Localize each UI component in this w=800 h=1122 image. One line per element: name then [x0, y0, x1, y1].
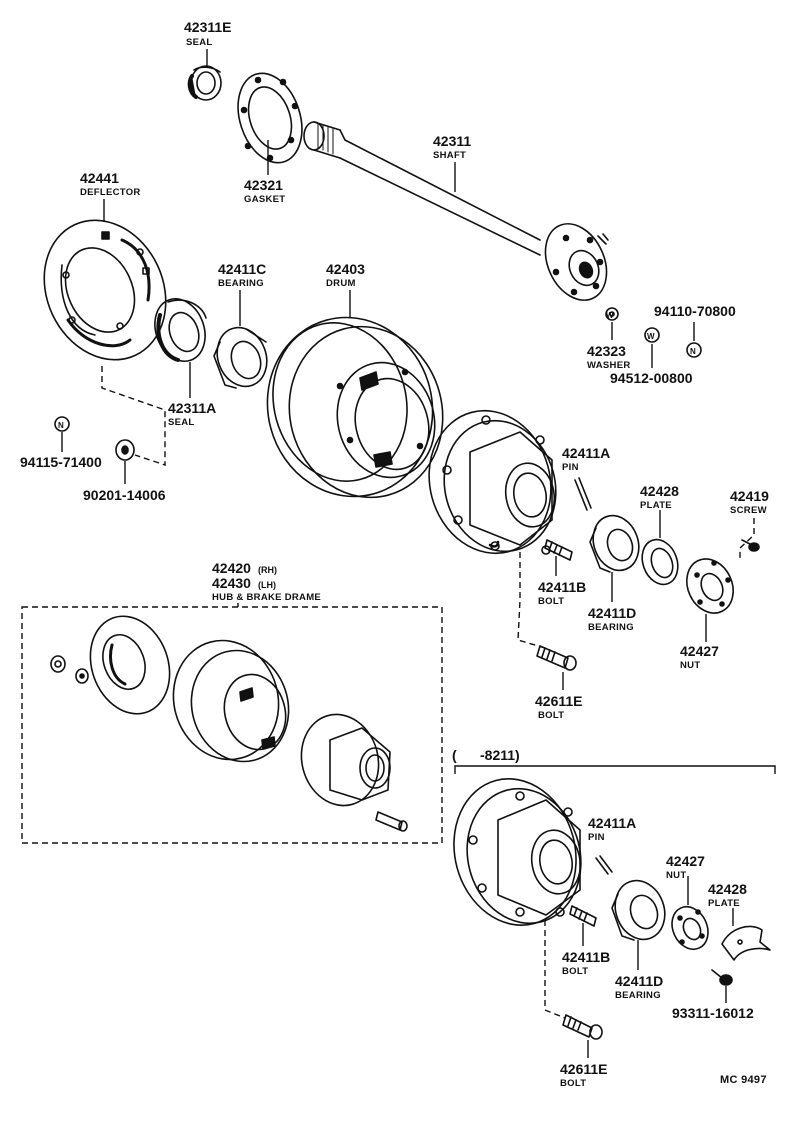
bearing-42411c-name: BEARING — [218, 278, 264, 289]
washer-42323-number: 42323 — [587, 343, 626, 359]
washer-94512-drawing — [644, 327, 660, 343]
footer-code: MC 9497 — [720, 1074, 767, 1086]
hub-assy-nut-drawing — [50, 655, 89, 684]
gasket-42321-name: GASKET — [244, 194, 285, 205]
plate-42428-name: PLATE — [640, 500, 672, 511]
plate-42428-b-name: PLATE — [708, 898, 740, 909]
seal-42311a-number: 42311A — [168, 400, 216, 416]
gasket-42321-number: 42321 — [244, 177, 283, 193]
washer-42323-name: WASHER — [587, 360, 631, 371]
bolt-42611e-drawing — [536, 645, 577, 671]
deflector-dash-line — [101, 366, 166, 466]
hub-assy-drum-drawing — [172, 639, 290, 763]
bolt-42411b-b-name: BOLT — [562, 966, 588, 977]
bearing-42411d-b-name: BEARING — [615, 990, 661, 1001]
nut-94110-number: 94110-70800 — [654, 303, 736, 319]
nut-42427-name: NUT — [680, 660, 700, 671]
pin-42411a-b-name: PIN — [588, 832, 605, 843]
screw-93311-drawing — [711, 969, 733, 986]
bolt-42411b-b-number: 42411B — [562, 949, 610, 965]
washer-90201-drawing — [115, 439, 135, 461]
shaft-42311-name: SHAFT — [433, 150, 466, 161]
washer-94512-number: 94512-00800 — [610, 370, 693, 386]
pin-42411a-b-number: 42411A — [588, 815, 636, 831]
hub-lower-drawing — [453, 778, 582, 926]
screw-42419-drawing — [741, 539, 760, 552]
plate-42428-number: 42428 — [640, 483, 679, 499]
hub-assy-number-rh: 42420 — [212, 560, 251, 576]
screw-93311-number: 93311-16012 — [672, 1005, 754, 1021]
bolt-42411b-number: 42411B — [538, 579, 586, 595]
hub-assy-tag-rh: (RH) — [258, 565, 277, 575]
hub-assy-hub-drawing — [300, 713, 391, 807]
bearing-42411c-drawing — [213, 326, 268, 389]
washer-mark: W — [647, 332, 655, 341]
bearing-42411d-number: 42411D — [588, 605, 636, 621]
shaft-42311-drawing — [303, 121, 609, 301]
bolt-42611e-number: 42611E — [535, 693, 583, 709]
seal-42311e-number: 42311E — [184, 19, 232, 35]
bolt-42411b-name: BOLT — [538, 596, 564, 607]
plate-42428-b-number: 42428 — [708, 881, 747, 897]
nut-42427-number: 42427 — [680, 643, 719, 659]
nut-42427-b-number: 42427 — [666, 853, 705, 869]
plate-42428-drawing — [641, 538, 679, 586]
screw-42419-name: SCREW — [730, 505, 767, 516]
bolt-42611e-b-number: 42611E — [560, 1061, 608, 1077]
pin-42411a-number: 42411A — [562, 445, 610, 461]
seal-42311e-drawing — [187, 65, 222, 101]
hub-assy-number-lh: 42430 — [212, 575, 251, 591]
bolt-42411b-b-drawing — [569, 905, 597, 927]
pin-42411a-drawing — [574, 477, 592, 511]
pin-42411a-name: PIN — [562, 462, 579, 473]
screw-42419-number: 42419 — [730, 488, 769, 504]
seal-42311e-name: SEAL — [186, 37, 213, 48]
hub-assy-bolt-drawing — [375, 811, 408, 832]
shaft-42311-number: 42311 — [433, 133, 471, 149]
hub-assy-box — [21, 606, 443, 844]
nut-mark: N — [58, 421, 64, 430]
deflector-42441-drawing — [43, 219, 167, 361]
nut-94115-drawing — [54, 416, 70, 432]
washer-mark: W — [606, 311, 614, 320]
bolt-42611e-b-drawing — [562, 1014, 603, 1040]
pin-42411a-b-drawing — [595, 855, 613, 875]
hub-assy-tag-lh: (LH) — [258, 580, 276, 590]
deflector-42441-number: 42441 — [80, 170, 119, 186]
bearing-42411d-b-number: 42411D — [615, 973, 663, 989]
bearing-42411c-number: 42411C — [218, 261, 266, 277]
nut-94110-drawing — [686, 342, 702, 358]
bolt-42611e-name: BOLT — [538, 710, 564, 721]
nut-42427-b-drawing — [671, 906, 709, 950]
nut-mark: N — [690, 347, 696, 356]
drum-42403-number: 42403 — [326, 261, 365, 277]
bolt-42611e-b-name: BOLT — [560, 1078, 586, 1089]
seal-42311a-name: SEAL — [168, 417, 195, 428]
variant-bracket — [454, 765, 776, 774]
washer-90201-number: 90201-14006 — [83, 487, 166, 503]
bearing-42411d-drawing — [589, 514, 640, 573]
variant-bracket-label: ( -8211) — [452, 747, 520, 763]
nut-42427-drawing — [686, 558, 734, 614]
gasket-42321-drawing — [237, 72, 303, 164]
seal-42311a-drawing — [154, 298, 207, 362]
nut-94115-number: 94115-71400 — [20, 454, 102, 470]
washer-42323-drawing — [605, 307, 619, 321]
bearing-42411d-b-drawing — [611, 879, 666, 941]
drum-42403-drawing — [266, 316, 444, 499]
drum-42403-name: DRUM — [326, 278, 356, 289]
deflector-42441-name: DEFLECTOR — [80, 187, 141, 198]
nut-42427-b-name: NUT — [666, 870, 686, 881]
bearing-42411d-name: BEARING — [588, 622, 634, 633]
hub-assy-deflector-drawing — [89, 615, 171, 715]
bolt-42411b-drawing — [544, 539, 573, 561]
plate-42428-b-drawing — [721, 925, 771, 961]
hub-assy-name: HUB & BRAKE DRAME — [212, 592, 321, 603]
